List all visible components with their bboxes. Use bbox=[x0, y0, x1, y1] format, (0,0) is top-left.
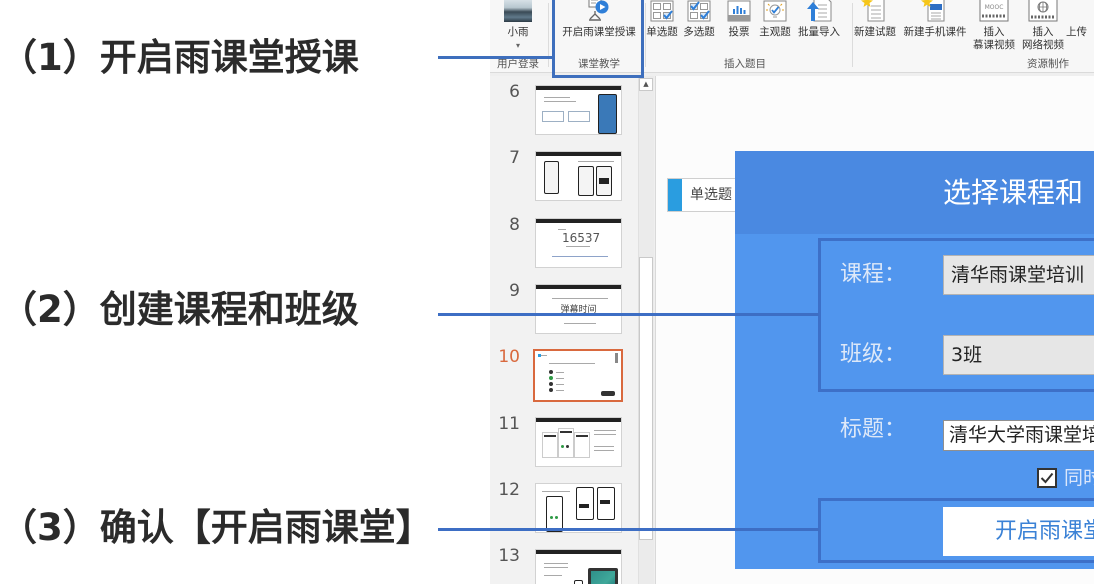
scroll-up-arrow-icon[interactable]: ▲ bbox=[639, 78, 653, 91]
subjective-question-label: 主观题 bbox=[759, 26, 791, 38]
course-select[interactable]: 清华雨课堂培训 bbox=[943, 255, 1094, 295]
step-3-annotation: （3）确认【开启雨课堂】 bbox=[0, 506, 433, 549]
group-label-insert-question: 插入题目 bbox=[724, 58, 766, 70]
thumbnail-number-text: 16537 bbox=[562, 231, 601, 245]
user-name: 小雨 bbox=[507, 26, 529, 38]
group-label-user-login: 用户登录 bbox=[497, 58, 539, 70]
question-tag-color-strip bbox=[668, 179, 682, 211]
step-1-annotation: （1）开启雨课堂授课 bbox=[0, 36, 359, 79]
lesson-title-input[interactable]: 清华大学雨课堂培 bbox=[943, 420, 1094, 451]
new-quiz-label: 新建试题 bbox=[854, 26, 896, 38]
web-video-icon bbox=[1019, 0, 1067, 22]
ribbon-group-separator bbox=[852, 3, 853, 67]
sync-checkbox-label: 同时 bbox=[1064, 467, 1094, 489]
multiple-choice-icon bbox=[683, 0, 715, 22]
thumbnail-danmu-text: 弹幕时间 bbox=[560, 305, 597, 315]
insert-web-video-button[interactable]: 插入 网络视频 bbox=[1019, 0, 1067, 60]
subjective-question-icon bbox=[759, 0, 791, 22]
step-2-highlight-box bbox=[818, 238, 1094, 392]
checkmark-icon bbox=[1040, 472, 1054, 484]
slide-number: 11 bbox=[498, 414, 520, 434]
subjective-question-button[interactable]: 主观题 bbox=[759, 0, 791, 60]
slide-number: 9 bbox=[509, 281, 520, 301]
group-label-classroom-teaching: 课堂教学 bbox=[578, 58, 620, 70]
slide-number-selected: 10 bbox=[498, 347, 520, 367]
multiple-choice-button[interactable]: 多选题 bbox=[683, 0, 715, 60]
slide-thumbnail[interactable] bbox=[535, 85, 622, 135]
vote-label: 投票 bbox=[728, 26, 750, 38]
batch-import-icon bbox=[797, 0, 841, 22]
slide-thumbnail-selected[interactable] bbox=[533, 349, 623, 402]
slide-thumbnail[interactable] bbox=[535, 549, 622, 584]
user-login-button[interactable]: 小雨 ▾ bbox=[500, 0, 536, 60]
upload-button[interactable]: 上传 bbox=[1066, 0, 1094, 60]
vote-button[interactable]: 投票 bbox=[725, 0, 753, 60]
new-quiz-button[interactable]: 新建试题 bbox=[853, 0, 897, 60]
user-avatar-icon bbox=[500, 0, 536, 22]
single-choice-icon bbox=[646, 0, 678, 22]
title-label: 标题： bbox=[840, 417, 907, 442]
batch-import-label: 批量导入 bbox=[798, 26, 840, 38]
slide-thumbnail[interactable]: 16537 bbox=[535, 218, 622, 268]
slide-thumbnail[interactable] bbox=[535, 417, 622, 467]
insert-mooc-label: 插入 bbox=[983, 26, 1005, 38]
upload-icon bbox=[1066, 0, 1094, 22]
slide-number: 6 bbox=[509, 82, 520, 102]
step-1-highlight-box bbox=[552, 0, 644, 78]
mooc-video-label: 慕课视频 bbox=[973, 39, 1015, 51]
step-2-annotation: （2）创建课程和班级 bbox=[0, 288, 359, 331]
select-course-dialog: 选择课程和 课程： 清华雨课堂培训 班级： 3班 标题： 清华大学雨课堂培 同时… bbox=[735, 151, 1094, 569]
upload-label: 上传 bbox=[1066, 26, 1087, 38]
ribbon-group-separator bbox=[645, 3, 646, 67]
class-label: 班级： bbox=[840, 342, 907, 367]
group-label-resources: 资源制作 bbox=[1027, 58, 1069, 70]
slide-number: 7 bbox=[509, 148, 520, 168]
insert-web-label: 插入 bbox=[1032, 26, 1054, 38]
ribbon-group-separator bbox=[548, 3, 549, 67]
start-rain-classroom-label: 开启雨课堂授课 bbox=[562, 26, 636, 38]
mooc-icon-text: MOOC bbox=[985, 4, 1004, 11]
dialog-header: 选择课程和 bbox=[735, 151, 1094, 234]
batch-import-button[interactable]: 批量导入 bbox=[797, 0, 841, 60]
insert-mooc-video-button[interactable]: MOOC 插入 慕课视频 bbox=[970, 0, 1018, 60]
sync-checkbox[interactable] bbox=[1037, 468, 1057, 488]
class-select[interactable]: 3班 bbox=[943, 335, 1094, 375]
multiple-choice-label: 多选题 bbox=[683, 26, 715, 38]
new-quiz-icon bbox=[853, 0, 897, 22]
slide-thumbnail[interactable]: 弹幕时间 bbox=[535, 284, 622, 334]
slide-number: 8 bbox=[509, 215, 520, 235]
slide-number: 13 bbox=[498, 546, 520, 566]
step-2-connector-line bbox=[438, 313, 819, 316]
step-3-connector-line bbox=[438, 528, 819, 531]
new-mobile-courseware-label: 新建手机课件 bbox=[903, 26, 967, 38]
chevron-down-icon[interactable]: ▾ bbox=[515, 41, 520, 50]
question-type-label: 单选题 bbox=[690, 187, 732, 203]
presentation-play-icon bbox=[557, 0, 641, 22]
start-rain-classroom-button[interactable]: 开启雨课堂授课 bbox=[557, 0, 641, 60]
course-label: 课程： bbox=[840, 262, 907, 287]
dialog-title: 选择课程和 bbox=[943, 176, 1084, 209]
step-1-connector-line bbox=[438, 56, 553, 59]
step-3-highlight-box bbox=[818, 498, 1094, 563]
web-video-label: 网络视频 bbox=[1022, 39, 1064, 51]
new-mobile-courseware-button[interactable]: 新建手机课件 bbox=[902, 0, 968, 60]
new-mobile-courseware-icon bbox=[902, 0, 968, 22]
slide-thumbnail[interactable] bbox=[535, 483, 622, 533]
slide-thumbnail[interactable] bbox=[535, 151, 622, 201]
mooc-video-icon: MOOC bbox=[970, 0, 1018, 22]
vote-chart-icon bbox=[725, 0, 753, 22]
start-rain-classroom-confirm-button[interactable]: 开启雨课堂 bbox=[943, 507, 1094, 556]
scrollbar-thumb[interactable] bbox=[639, 257, 653, 540]
single-choice-button[interactable]: 单选题 bbox=[646, 0, 678, 60]
slide-number: 12 bbox=[498, 480, 520, 500]
single-choice-label: 单选题 bbox=[646, 26, 678, 38]
